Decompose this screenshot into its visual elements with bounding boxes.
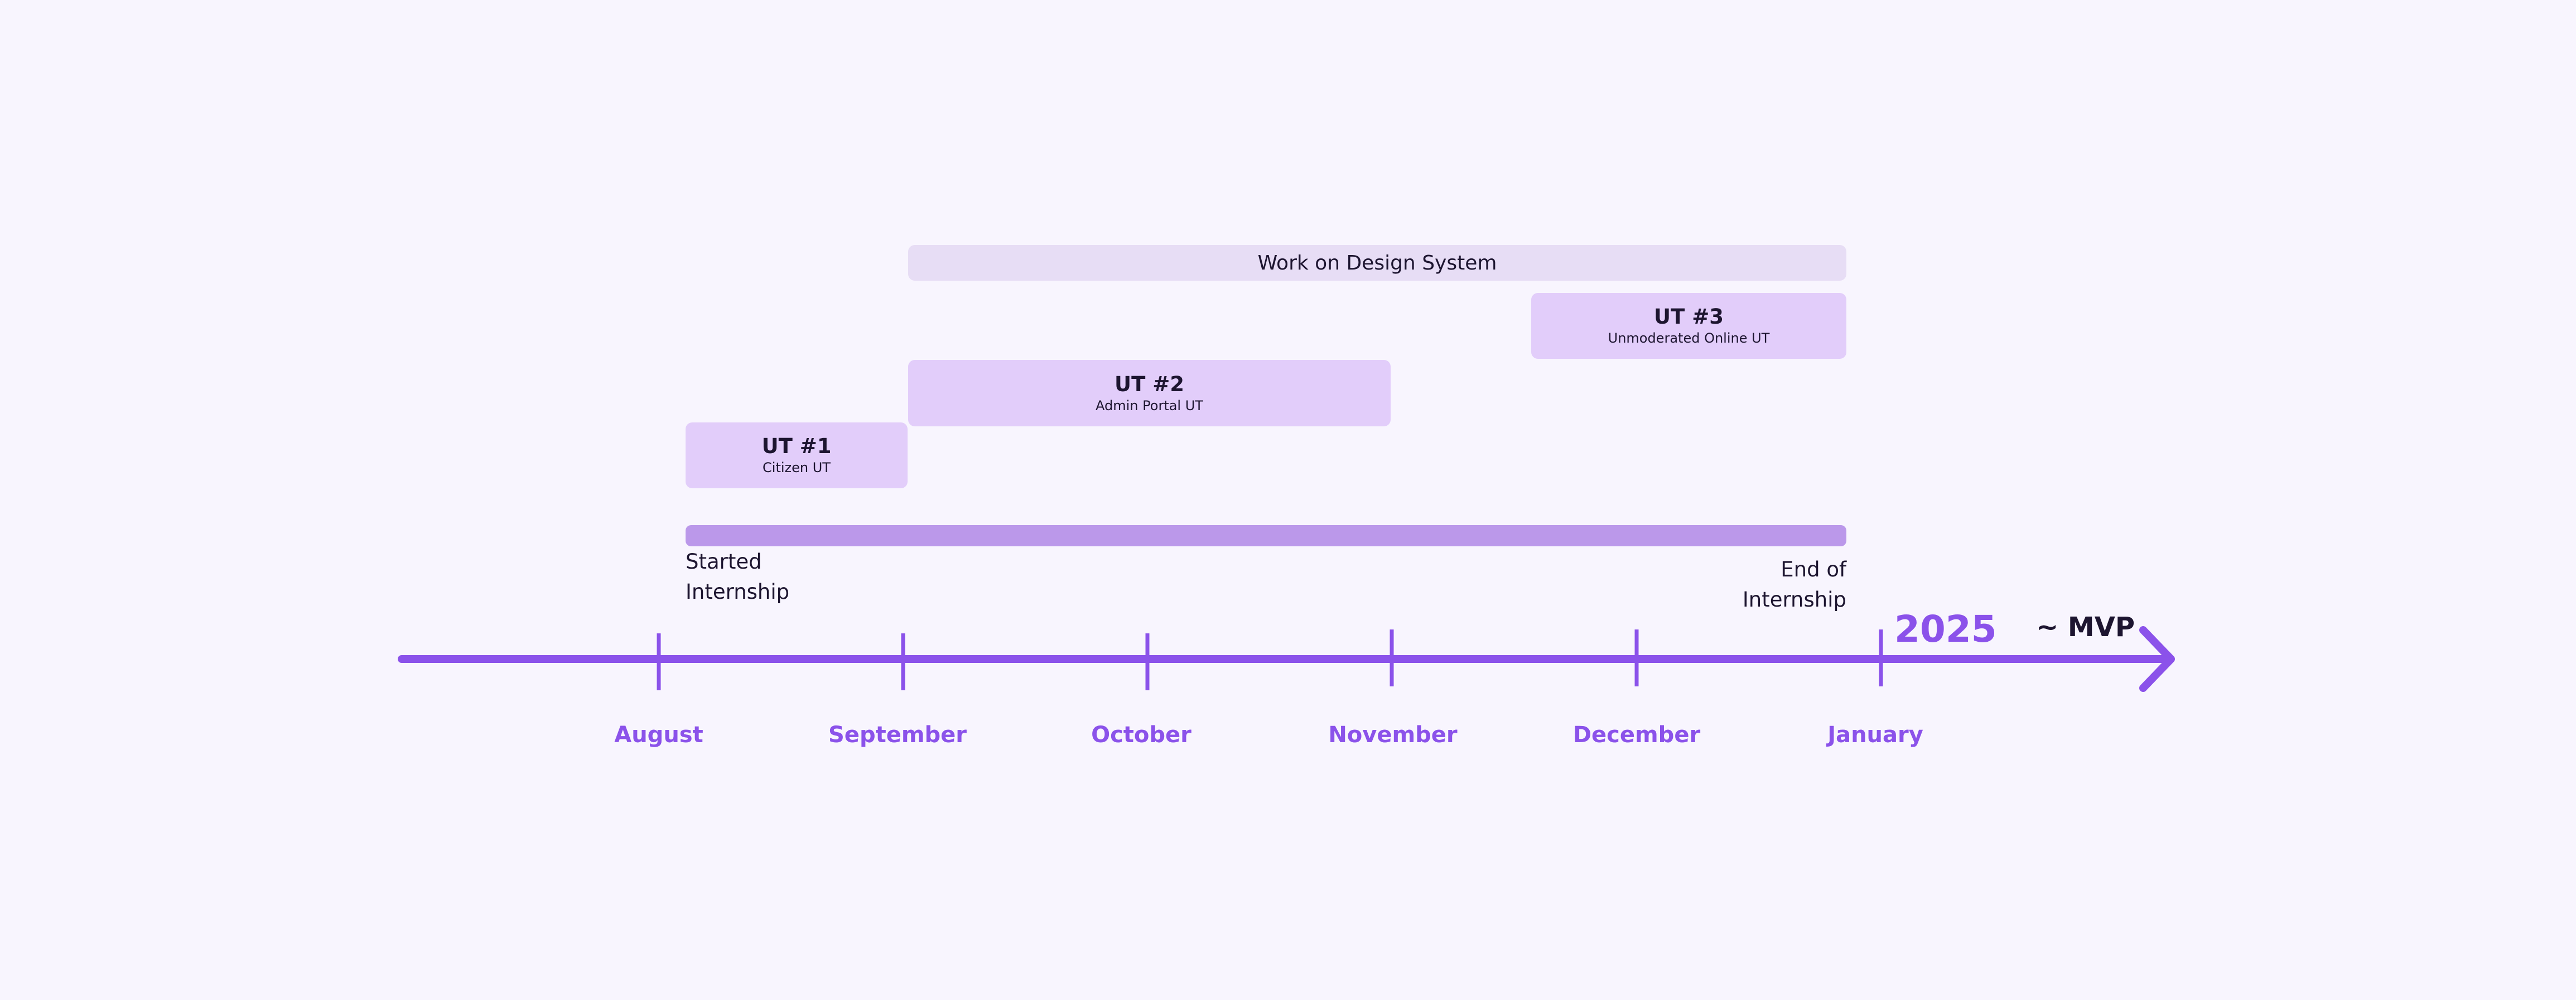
internship-duration-bar	[686, 525, 1846, 546]
design-system-label: Work on Design System	[1257, 251, 1497, 275]
ut3-subtitle: Unmoderated Online UT	[1608, 330, 1770, 346]
ut1-title: UT #1	[761, 434, 832, 458]
month-label-january: January	[1827, 722, 1923, 748]
ut1-block: UT #1 Citizen UT	[686, 422, 908, 488]
ut1-subtitle: Citizen UT	[763, 460, 831, 475]
ut3-title: UT #3	[1654, 305, 1724, 329]
month-label-august: August	[614, 722, 703, 748]
mvp-milestone-label: ~ MVP	[2036, 612, 2135, 643]
internship-end-note: End of Internship	[1679, 555, 1846, 615]
ut3-block: UT #3 Unmoderated Online UT	[1531, 293, 1846, 359]
internship-start-line2: Internship	[686, 580, 790, 604]
ut2-title: UT #2	[1115, 372, 1184, 396]
design-system-bar: Work on Design System	[908, 245, 1846, 281]
internship-end-line1: End of	[1781, 557, 1846, 581]
axis-arrowhead-icon	[2139, 626, 2175, 692]
ut2-subtitle: Admin Portal UT	[1096, 397, 1203, 414]
internship-start-note: Started Internship	[686, 547, 853, 607]
month-label-november: November	[1328, 722, 1458, 748]
month-label-december: December	[1572, 722, 1701, 748]
month-label-october: October	[1091, 722, 1191, 748]
internship-start-line1: Started	[686, 550, 762, 574]
month-label-september: September	[828, 722, 967, 748]
year-label: 2025	[1894, 608, 1997, 651]
internship-end-line2: Internship	[1742, 588, 1846, 612]
ut2-block: UT #2 Admin Portal UT	[908, 360, 1391, 426]
